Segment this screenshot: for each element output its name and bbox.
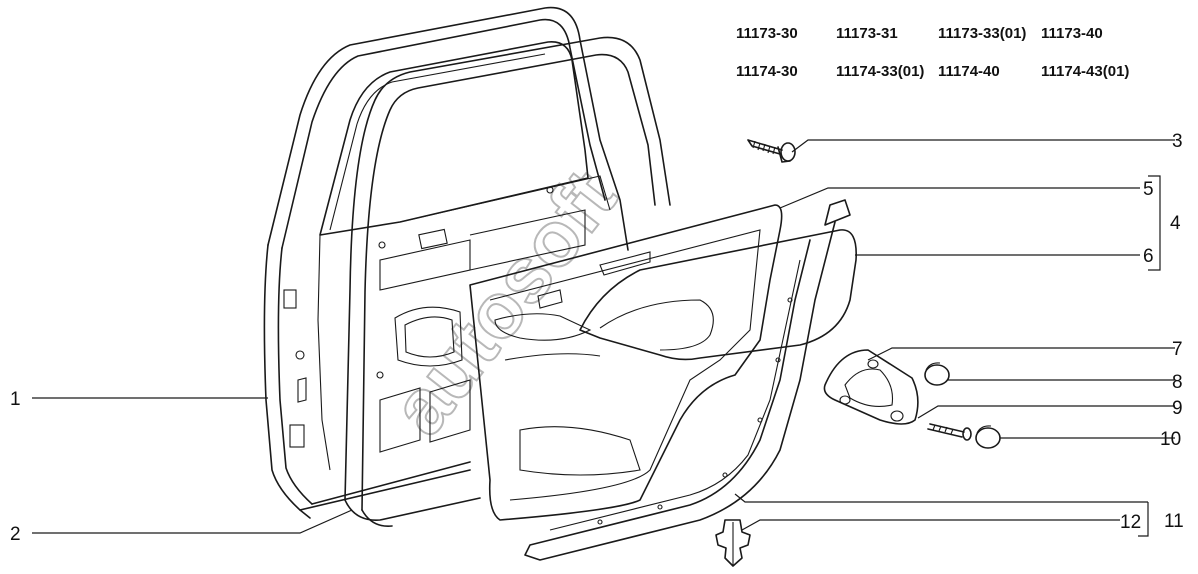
bezel-screw <box>927 423 972 441</box>
callout-3: 3 <box>1172 131 1183 152</box>
model-code: 11174-33(01) <box>836 63 924 80</box>
model-code: 11173-30 <box>736 25 798 42</box>
model-code: 11174-43(01) <box>1041 63 1129 80</box>
callout-11: 11 <box>1164 511 1184 532</box>
door-seal <box>344 36 671 527</box>
door-shell <box>263 6 629 519</box>
callout-5: 5 <box>1143 179 1154 200</box>
handle-bezel <box>823 349 919 425</box>
callout-9: 9 <box>1172 398 1183 419</box>
callout-2: 2 <box>10 524 21 545</box>
door-trim-panel <box>469 204 783 521</box>
cap-upper <box>924 362 950 386</box>
push-clip <box>715 519 751 567</box>
model-code: 11173-33(01) <box>938 25 1026 42</box>
callout-8: 8 <box>1172 372 1183 393</box>
callout-numbers: 1 2 3 4 5 6 7 8 9 10 11 12 <box>10 131 1184 545</box>
callout-1: 1 <box>10 389 21 410</box>
model-code: 11173-31 <box>836 25 898 42</box>
callout-12: 12 <box>1120 512 1141 533</box>
callout-4: 4 <box>1170 213 1181 234</box>
model-code: 11173-40 <box>1041 25 1103 42</box>
screw-clip <box>747 139 796 163</box>
callout-6: 6 <box>1143 246 1154 267</box>
lower-door-seal <box>524 199 851 561</box>
door-armrest <box>494 229 857 361</box>
cap-lower <box>975 425 1001 449</box>
model-codes: 11173-30 11173-31 11173-33(01) 11173-40 … <box>736 25 1129 80</box>
model-code: 11174-40 <box>938 63 1000 80</box>
leader-lines <box>32 139 1175 537</box>
callout-10: 10 <box>1160 429 1181 450</box>
model-code: 11174-30 <box>736 63 798 80</box>
callout-7: 7 <box>1172 339 1183 360</box>
